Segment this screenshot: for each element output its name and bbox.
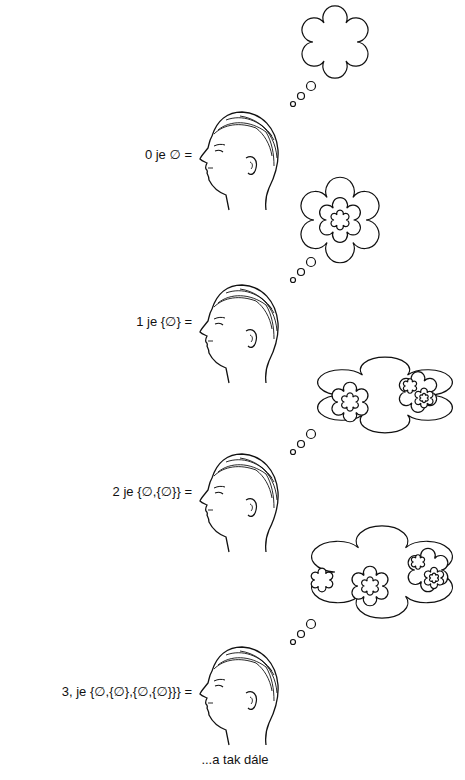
head bbox=[200, 454, 278, 552]
set-definition: 3, je {∅,{∅},{∅,{∅}}} = bbox=[62, 684, 192, 700]
head bbox=[200, 112, 278, 210]
thought-bubble bbox=[291, 6, 368, 107]
head bbox=[200, 647, 278, 745]
head bbox=[200, 285, 278, 383]
thought-bubble bbox=[291, 177, 379, 282]
thought-bubble bbox=[291, 526, 453, 645]
set-definition: 2 je {∅,{∅}} = bbox=[113, 484, 192, 500]
set-definition: 1 je {∅} = bbox=[136, 314, 192, 330]
thought-bubble bbox=[291, 357, 453, 454]
set-definition: 0 je ∅ = bbox=[145, 147, 192, 163]
footer-note: ...a tak dále bbox=[201, 752, 268, 768]
